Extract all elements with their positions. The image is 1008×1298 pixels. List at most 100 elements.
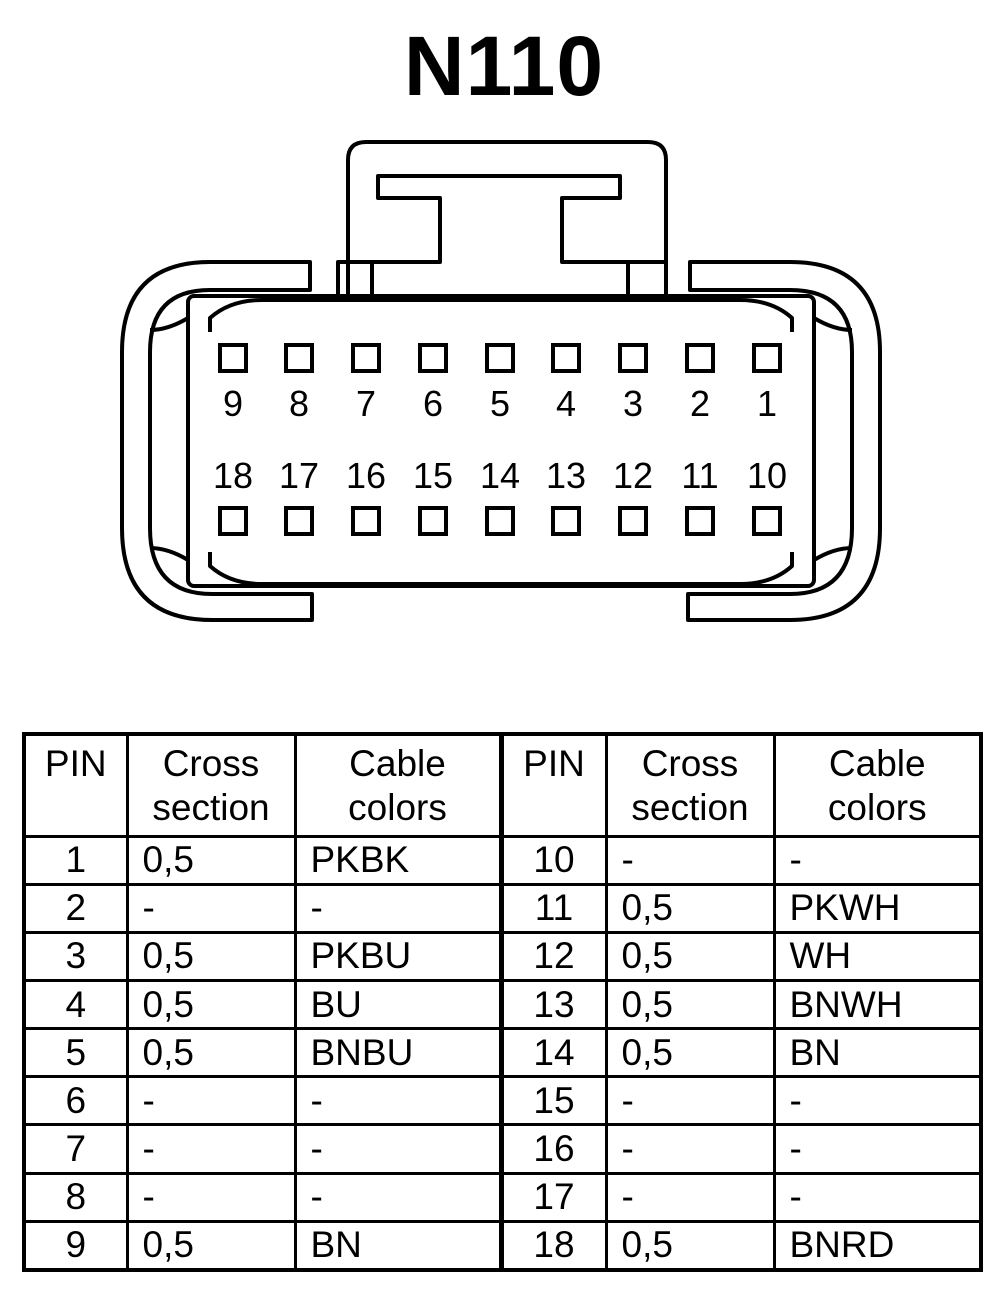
pin-cavity [351,343,381,373]
pin-cavity [218,343,248,373]
pin-cell: 16 [498,1123,608,1175]
cross-section-cell: 0,5 [125,978,297,1031]
pin-cell: 13 [498,978,608,1031]
cable-color-cell: PKWH [772,882,983,934]
cross-section-cell: - [125,882,297,934]
cable-color-cell: BN [772,1027,983,1079]
cable-color-cell: - [293,1075,503,1127]
cable-color-cell: - [293,1171,503,1223]
pin-cavity [351,506,381,536]
pin-cavity [752,343,782,373]
pin-cell: 15 [498,1075,608,1127]
pin-cavity [551,506,581,536]
connector-latch [346,140,668,296]
pin-cell: 3 [22,930,129,982]
pin-cavity [485,506,515,536]
pin-number-label: 6 [423,383,443,424]
pin-number-label: 13 [546,455,586,496]
pin-number-label: 8 [289,383,309,424]
pin-number-label: 4 [556,383,576,424]
cross-section-cell: 0,5 [125,1219,297,1272]
pin-cell: 14 [498,1027,608,1079]
pin-number-label: 15 [413,455,453,496]
cable-color-cell: - [772,834,983,886]
header-pin-2: PIN [498,732,608,838]
pin-number-label: 2 [690,383,710,424]
pin-cavity [618,506,648,536]
pin-cavity [418,343,448,373]
pin-cavity [685,506,715,536]
pin-cavity [218,506,248,536]
pin-cell: 7 [22,1123,129,1175]
pin-cavity [485,343,515,373]
pin-cell: 9 [22,1219,129,1272]
cable-color-cell: BNBU [293,1027,503,1079]
pin-cell: 8 [22,1171,129,1223]
pin-number-label: 7 [356,383,376,424]
pin-cell: 10 [498,834,608,886]
pin-cavity [284,343,314,373]
pin-number-label: 11 [681,455,718,496]
cable-color-cell: PKBK [293,834,503,886]
latch-slot-left [336,174,666,296]
pin-cell: 5 [22,1027,129,1079]
cross-section-cell: 0,5 [604,882,776,934]
cross-section-cell: - [125,1171,297,1223]
cross-section-cell: 0,5 [604,1219,776,1272]
cross-section-cell: 0,5 [604,930,776,982]
cross-section-cell: 0,5 [125,930,297,982]
pin-number-label: 1 [757,383,777,424]
inner-rail-top [208,298,794,332]
pin-cell: 1 [22,834,129,886]
cross-section-cell: 0,5 [604,978,776,1031]
cable-color-cell: PKBU [293,930,503,982]
pin-cell: 4 [22,978,129,1031]
cable-color-cell: WH [772,930,983,982]
pin-row-bottom: 18 17 16 15 14 13 12 11 10 [213,455,787,536]
pin-cell: 6 [22,1075,129,1127]
cross-section-cell: 0,5 [125,834,297,886]
cable-color-cell: BNWH [772,978,983,1031]
inner-rail-bottom [208,552,794,586]
table-row: 7--16-- [22,1123,983,1175]
cross-section-cell: - [125,1123,297,1175]
pin-number-label: 14 [480,455,520,496]
cross-section-cell: 0,5 [125,1027,297,1079]
pin-number-label: 12 [613,455,653,496]
cable-color-cell: - [772,1123,983,1175]
pin-cavity [685,343,715,373]
pin-cavity [418,506,448,536]
pin-cell: 12 [498,930,608,982]
pin-cavity [284,506,314,536]
cable-color-cell: - [772,1075,983,1127]
cross-section-cell: - [604,1075,776,1127]
cross-section-cell: - [604,1123,776,1175]
pin-number-label: 18 [213,455,253,496]
pin-cell: 11 [498,882,608,934]
cable-color-cell: BN [293,1219,503,1272]
pin-cavity [752,506,782,536]
cross-section-cell: - [604,834,776,886]
pin-cell: 17 [498,1171,608,1223]
housing-outer [120,260,314,622]
pin-number-label: 10 [747,455,787,496]
pin-cell: 18 [498,1219,608,1272]
pin-number-label: 17 [279,455,319,496]
table-row: 8--17-- [22,1171,983,1223]
cross-section-cell: - [604,1171,776,1223]
pin-number-label: 5 [490,383,510,424]
pin-cell: 2 [22,882,129,934]
header-pin: PIN [22,732,129,838]
pin-number-label: 16 [346,455,386,496]
pin-cavity [551,343,581,373]
